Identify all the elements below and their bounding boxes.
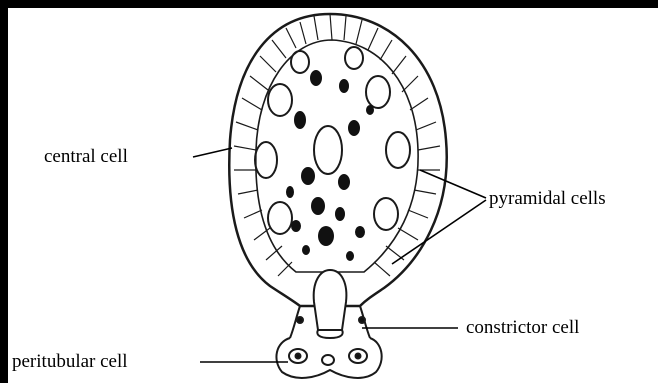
leader-central [193, 148, 232, 157]
label-peritubular-cell: peritubular cell [12, 352, 128, 371]
peritubular-cells [276, 338, 381, 378]
pyramidal-cell-nuclei [255, 47, 410, 234]
central-nucleus-outline [314, 126, 342, 174]
label-pyramidal-cells: pyramidal cells [489, 189, 606, 208]
label-central-cell: central cell [44, 147, 128, 166]
leader-pyramidal-upper [420, 170, 486, 198]
label-constrictor-cell: constrictor cell [466, 318, 579, 337]
lumen [314, 270, 347, 330]
gland-body [229, 14, 446, 306]
central-cell-nuclei [286, 70, 374, 261]
